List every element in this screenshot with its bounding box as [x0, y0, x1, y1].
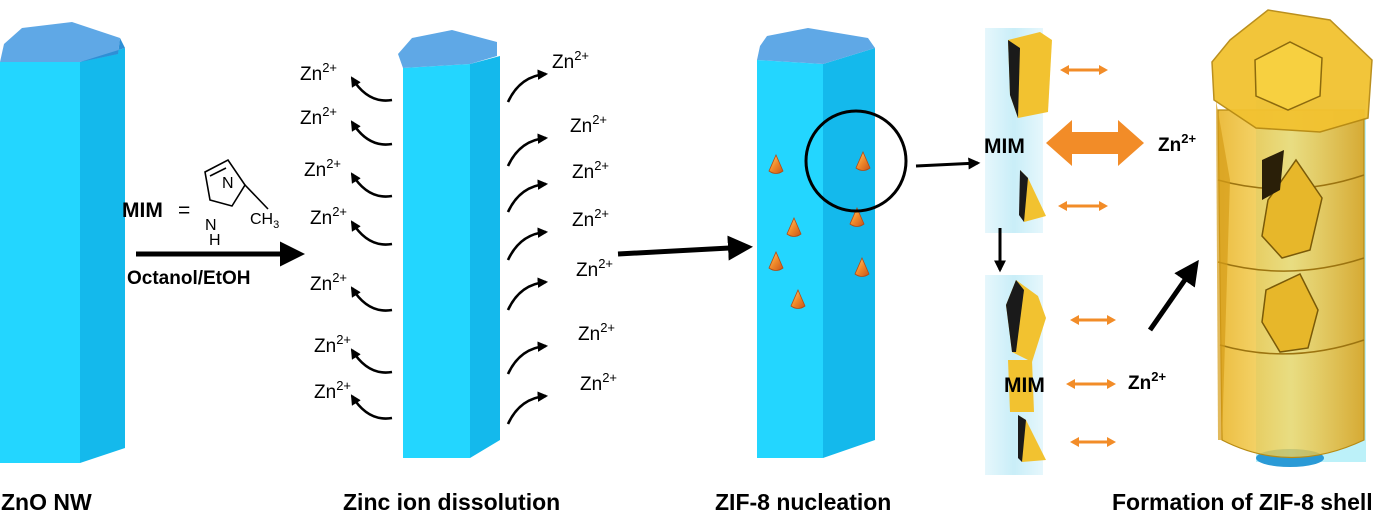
curly-arrow — [506, 133, 549, 167]
zn-ion-right-6: Zn2+ — [506, 320, 615, 375]
step4-arrow — [1147, 259, 1199, 332]
nucleus-6 — [854, 257, 870, 277]
solvent-label: Octanol/EtOH — [127, 268, 251, 289]
orange-arrows-top — [1058, 65, 1108, 211]
nucleus-5 — [768, 251, 784, 271]
nucleus-7 — [790, 289, 806, 309]
curly-arrow — [350, 172, 393, 198]
zn-ions-left: Zn2+ Zn2+ Zn2+ Zn2+ Zn2+ Zn2+ Zn2+ — [300, 60, 393, 420]
mim-structure-formula: MIM = N N H CH3 — [122, 158, 279, 249]
zn-ion-label: Zn2+ — [580, 370, 617, 395]
zn-ion-label: Zn2+ — [300, 60, 337, 85]
curly-arrow — [506, 179, 549, 213]
zoom-panel-bottom: MIM — [985, 275, 1046, 475]
caption-step2: Zinc ion dissolution — [343, 489, 560, 515]
caption-step3: ZIF-8 nucleation — [715, 489, 891, 515]
zn-ion-label: Zn2+ — [310, 204, 347, 229]
dissolving-rod — [398, 30, 500, 458]
zoom-circle — [804, 109, 908, 213]
zn-ion-label: Zn2+ — [572, 206, 609, 231]
curly-arrow — [506, 277, 549, 311]
curly-arrow — [350, 76, 393, 102]
nucleus-2 — [855, 151, 871, 171]
small-exchange-arrow-4 — [1066, 379, 1116, 389]
zn-ion-label: Zn2+ — [314, 332, 351, 357]
curly-arrow — [506, 341, 549, 375]
curly-arrow — [350, 348, 393, 374]
zn-ion-right-7: Zn2+ — [506, 370, 617, 425]
caption-step4: Formation of ZIF-8 shell — [1112, 489, 1373, 515]
zno-nanowire-rod — [0, 22, 125, 463]
zoom-panel-top: MIM — [984, 28, 1052, 233]
curly-arrow — [350, 120, 393, 146]
zn-ion-label: Zn2+ — [576, 256, 613, 281]
curly-arrow — [350, 220, 393, 246]
methyl-group: CH3 — [250, 211, 279, 231]
curly-arrow — [350, 394, 393, 420]
ring-h: H — [209, 232, 221, 249]
nucleus-4 — [849, 207, 865, 227]
caption-step1: ZnO NW — [1, 489, 92, 515]
small-exchange-arrow-2 — [1058, 201, 1108, 211]
zn-ion-left-5: Zn2+ — [310, 270, 393, 312]
curly-arrow — [506, 227, 549, 261]
mim-top-label: MIM — [984, 135, 1025, 158]
big-exchange-arrow — [1046, 120, 1144, 166]
zn-ion-label: Zn2+ — [570, 112, 607, 137]
zn-ion-left-4: Zn2+ — [310, 204, 393, 246]
zn-ion-right-4: Zn2+ — [506, 206, 609, 261]
zn-ion-label: Zn2+ — [552, 48, 589, 73]
zn-ion-left-7: Zn2+ — [314, 378, 393, 420]
zn-ion-label: Zn2+ — [572, 158, 609, 183]
zn-ion-left-1: Zn2+ — [300, 60, 393, 102]
zn-bold-bottom: Zn2+ — [1128, 369, 1166, 394]
zoom-arrow — [915, 157, 981, 170]
zn-ions-right: Zn2+ Zn2+ Zn2+ Zn2+ Zn2+ Zn2+ Zn2+ — [506, 48, 617, 425]
zn-ion-label: Zn2+ — [314, 378, 351, 403]
small-exchange-arrow-1 — [1060, 65, 1108, 75]
small-exchange-arrow-5 — [1070, 437, 1116, 447]
zn-ion-label: Zn2+ — [310, 270, 347, 295]
curly-arrow — [350, 286, 393, 312]
equals-sign: = — [178, 199, 190, 222]
zn-ion-label: Zn2+ — [578, 320, 615, 345]
imidazole-ring-icon — [204, 158, 269, 210]
zif8-nuclei — [768, 151, 871, 309]
nucleus-3 — [786, 217, 802, 237]
zn-ion-right-2: Zn2+ — [506, 112, 607, 167]
step2-arrow — [617, 235, 753, 261]
ring-n-top: N — [222, 175, 234, 192]
small-exchange-arrow-3 — [1070, 315, 1116, 325]
zn-ion-left-6: Zn2+ — [314, 332, 393, 374]
zn-bold-top: Zn2+ — [1158, 131, 1196, 156]
zif8-shell-rod — [1211, 9, 1373, 467]
zn-ion-label: Zn2+ — [304, 156, 341, 181]
zn-ion-right-3: Zn2+ — [506, 158, 609, 213]
curly-arrow — [506, 69, 549, 103]
nucleus-1 — [768, 154, 784, 174]
mim-label: MIM — [122, 199, 163, 222]
zn-ion-right-1: Zn2+ — [506, 48, 589, 103]
orange-arrows-bottom — [1066, 315, 1116, 447]
zn-ion-right-5: Zn2+ — [506, 256, 613, 311]
ring-n-bottom: N — [205, 217, 217, 234]
curly-arrow — [506, 391, 549, 425]
zn-ion-label: Zn2+ — [300, 104, 337, 129]
zn-ion-left-2: Zn2+ — [300, 104, 393, 146]
zn-ion-left-3: Zn2+ — [304, 156, 393, 198]
mim-bottom-label: MIM — [1004, 374, 1045, 397]
nucleation-rod — [757, 28, 875, 458]
